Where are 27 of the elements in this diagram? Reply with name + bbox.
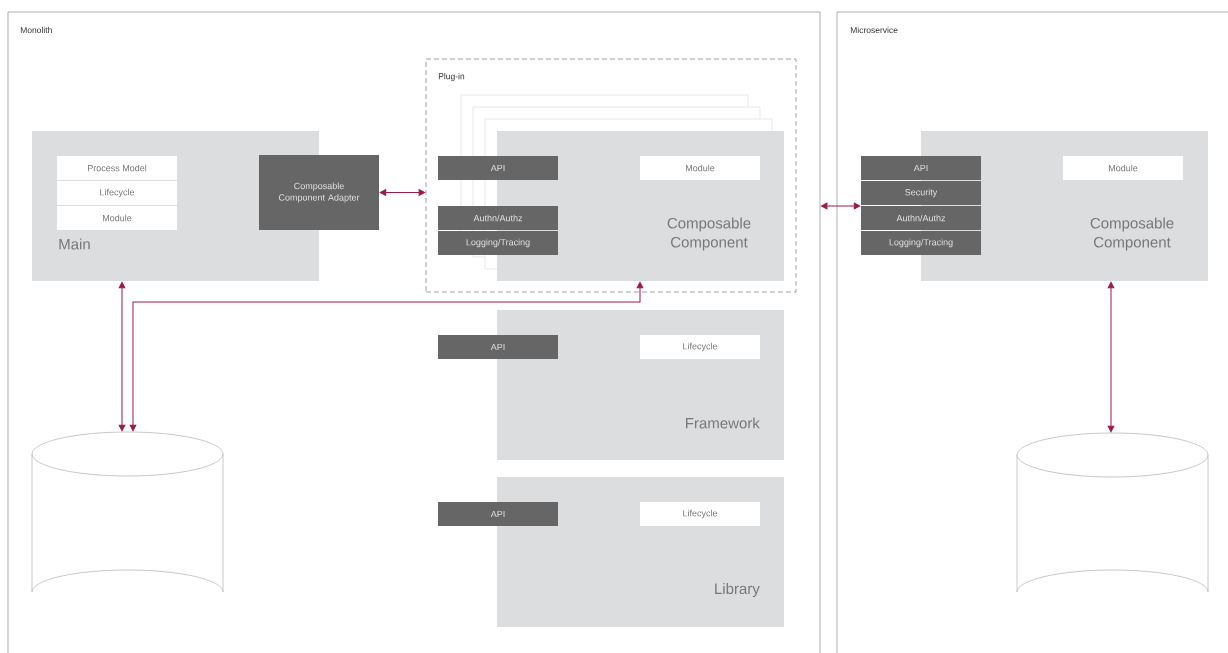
interface-box: API (861, 156, 981, 180)
arrow (379, 189, 425, 196)
node-label: Module (102, 214, 132, 222)
arrow (129, 281, 644, 432)
arrow (118, 281, 126, 432)
label-box: Module (1063, 156, 1183, 180)
label-box: Module (640, 156, 760, 180)
arrow (1107, 281, 1115, 433)
label-box: Process Model (57, 156, 177, 180)
interface-box: Composable Component Adapter (259, 155, 379, 230)
label-box: Lifecycle (57, 181, 177, 205)
label-box: Module (57, 206, 177, 230)
interface-box: Security (861, 181, 981, 205)
interface-box: API (438, 156, 558, 180)
arrow (821, 202, 861, 210)
node-label: Process Model (87, 164, 147, 172)
interface-box: API (438, 502, 558, 526)
interface-box: Logging/Tracing (861, 231, 981, 255)
node-label: Lifecycle (100, 188, 135, 198)
label-box: Lifecycle (640, 335, 760, 359)
interface-box: Authn/Authz (438, 206, 558, 230)
interface-box: Authn/Authz (861, 206, 981, 230)
label-box: Lifecycle (640, 502, 760, 526)
database-cylinder (1016, 432, 1209, 593)
interface-box: Logging/Tracing (438, 231, 558, 255)
interface-box: API (438, 335, 558, 359)
database-cylinder (31, 431, 224, 593)
